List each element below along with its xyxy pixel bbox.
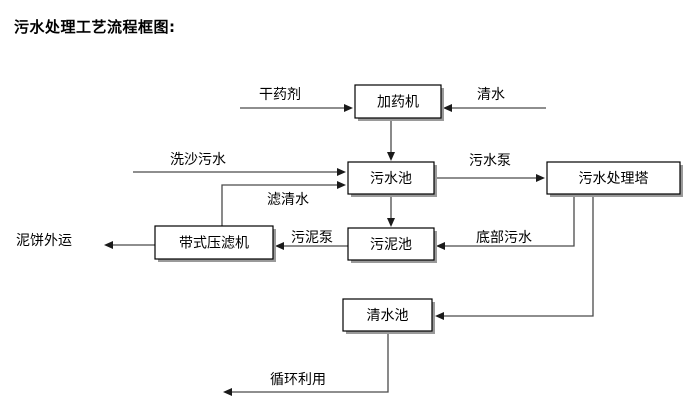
node-wastewater-pond[interactable]: 污水池 (347, 161, 437, 197)
edge-dosing-to-wastewater (387, 118, 395, 161)
edge-label-bottom-sewage: 底部污水 (476, 230, 532, 246)
node-label-wastewater-pond: 污水池 (370, 171, 412, 187)
edge-label-sludge-pump: 污泥泵 (291, 230, 333, 246)
node-sludge-pond[interactable]: 污泥池 (347, 227, 437, 263)
edge-label-filtered-water: 滤清水 (267, 192, 309, 208)
terminal-label-clean-water: 清水 (477, 87, 505, 103)
edge-clean-water-to-dosing (443, 104, 546, 112)
node-label-treatment-tower: 污水处理塔 (579, 171, 649, 187)
edge-wastewater-to-tower (434, 174, 545, 182)
node-label-sludge-pond: 污泥池 (370, 237, 412, 253)
edge-sand-wash-to-wastewater (133, 168, 346, 176)
edge-press-to-wastewater (221, 181, 346, 226)
terminal-label-dry-chemical: 干药剂 (259, 87, 301, 103)
edge-tower-to-clearwater (435, 194, 594, 320)
edge-tower-to-sludge (436, 194, 575, 250)
node-treatment-tower[interactable]: 污水处理塔 (546, 161, 683, 197)
node-dosing-machine[interactable]: 加药机 (354, 84, 444, 121)
edge-clearwater-to-reuse (223, 331, 389, 396)
node-belt-filter-press[interactable]: 带式压滤机 (154, 225, 276, 262)
page-title: 污水处理工艺流程框图: (14, 18, 176, 36)
node-label-dosing-machine: 加药机 (377, 95, 419, 111)
edge-label-sewage-pump: 污水泵 (469, 153, 511, 169)
node-label-clearwater-pond: 清水池 (367, 308, 409, 324)
terminal-label-sand-wash-water: 洗沙污水 (170, 152, 226, 168)
edge-press-to-mud-cake (104, 241, 155, 249)
edge-wastewater-to-sludge (387, 194, 395, 227)
terminal-label-mud-cake-transport: 泥饼外运 (16, 233, 72, 249)
edge-label-recycle-reuse: 循环利用 (270, 372, 326, 388)
edge-dry-chemical-to-dosing (240, 104, 353, 112)
node-label-belt-filter-press: 带式压滤机 (179, 236, 249, 252)
edge-sludge-to-press (275, 242, 348, 250)
node-clearwater-pond[interactable]: 清水池 (342, 298, 435, 334)
